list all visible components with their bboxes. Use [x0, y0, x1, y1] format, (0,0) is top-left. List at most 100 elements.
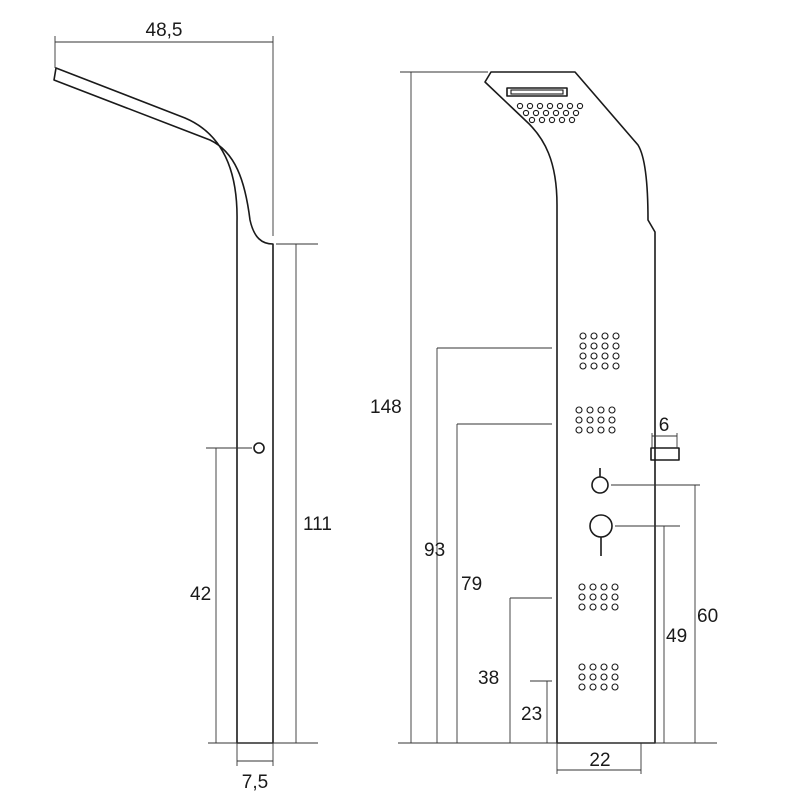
- nozzle: [600, 673, 608, 681]
- nozzle: [542, 109, 550, 117]
- nozzle: [611, 603, 619, 611]
- nozzle: [575, 416, 583, 424]
- nozzle: [601, 362, 609, 370]
- nozzle: [601, 332, 609, 340]
- nozzle: [601, 342, 609, 350]
- nozzle: [589, 663, 597, 671]
- nozzle: [590, 352, 598, 360]
- side-depth-label: 7,5: [242, 772, 268, 793]
- jet4-height-label: 23: [521, 704, 542, 725]
- nozzle: [528, 116, 536, 124]
- nozzle: [576, 102, 584, 110]
- nozzle: [597, 416, 605, 424]
- nozzle: [589, 583, 597, 591]
- nozzle: [579, 362, 587, 370]
- side-view: 48,5 111 42 7,5: [53, 20, 332, 793]
- nozzle: [578, 583, 586, 591]
- nozzle: [579, 332, 587, 340]
- nozzle: [589, 673, 597, 681]
- nozzle: [611, 583, 619, 591]
- hand-shower-label: 6: [659, 415, 670, 436]
- nozzle: [611, 673, 619, 681]
- nozzle: [575, 426, 583, 434]
- jet3-height-label: 38: [478, 668, 499, 689]
- nozzle: [600, 583, 608, 591]
- nozzle: [548, 116, 556, 124]
- front-view: 6 148 93 79 38 23 60 49: [370, 71, 718, 774]
- side-outlet-icon: [253, 442, 265, 454]
- nozzle: [579, 352, 587, 360]
- nozzle: [601, 352, 609, 360]
- nozzle: [522, 109, 530, 117]
- nozzle: [590, 362, 598, 370]
- nozzle: [611, 593, 619, 601]
- nozzle: [578, 663, 586, 671]
- nozzle: [590, 332, 598, 340]
- front-view-outline: [484, 71, 656, 744]
- shower-head: [506, 87, 584, 124]
- front-width-label: 22: [589, 750, 610, 771]
- nozzle: [578, 593, 586, 601]
- nozzle: [597, 426, 605, 434]
- mixer-knob-icon: [589, 514, 613, 538]
- nozzle: [578, 603, 586, 611]
- nozzle: [558, 116, 566, 124]
- body-jet-2: [575, 406, 616, 434]
- nozzle: [612, 352, 620, 360]
- nozzle: [589, 603, 597, 611]
- rain-head-nozzles: [516, 102, 584, 124]
- nozzle: [586, 416, 594, 424]
- side-view-outline: [53, 67, 274, 744]
- nozzle: [546, 102, 554, 110]
- nozzle: [575, 406, 583, 414]
- nozzle: [608, 416, 616, 424]
- nozzle: [562, 109, 570, 117]
- nozzle: [579, 342, 587, 350]
- nozzle: [532, 109, 540, 117]
- nozzle: [578, 683, 586, 691]
- total-height-label: 148: [370, 397, 402, 418]
- jet2-height-label: 79: [461, 574, 482, 595]
- nozzle: [568, 116, 576, 124]
- nozzle: [608, 406, 616, 414]
- nozzle: [597, 406, 605, 414]
- nozzle: [600, 663, 608, 671]
- body-jet-4: [578, 663, 619, 691]
- rain-head-slot-inner: [510, 89, 564, 95]
- mixer-height-label: 60: [697, 606, 718, 627]
- rain-head-slot: [506, 87, 568, 97]
- nozzle: [586, 406, 594, 414]
- nozzle: [566, 102, 574, 110]
- nozzle: [589, 683, 597, 691]
- jet1-height-label: 93: [424, 540, 445, 561]
- nozzle: [600, 683, 608, 691]
- nozzle: [536, 102, 544, 110]
- nozzle: [589, 593, 597, 601]
- nozzle: [590, 342, 598, 350]
- nozzle: [612, 342, 620, 350]
- body-jet-3: [578, 583, 619, 611]
- nozzle: [600, 603, 608, 611]
- nozzle: [526, 102, 534, 110]
- nozzle: [552, 109, 560, 117]
- nozzle: [586, 426, 594, 434]
- nozzle: [611, 663, 619, 671]
- side-outlet-label: 42: [190, 584, 211, 605]
- diverter-knob-icon: [591, 476, 609, 494]
- diverter-height-label: 49: [666, 626, 687, 647]
- nozzle: [572, 109, 580, 117]
- nozzle: [516, 102, 524, 110]
- nozzle: [608, 426, 616, 434]
- side-width-label: 48,5: [146, 20, 183, 41]
- hand-shower-holder-icon: [650, 447, 680, 461]
- nozzle: [612, 362, 620, 370]
- nozzle: [612, 332, 620, 340]
- nozzle: [600, 593, 608, 601]
- nozzle: [611, 683, 619, 691]
- nozzle: [578, 673, 586, 681]
- nozzle: [538, 116, 546, 124]
- side-height-label: 111: [303, 514, 332, 535]
- nozzle: [556, 102, 564, 110]
- body-jet-1: [579, 332, 620, 370]
